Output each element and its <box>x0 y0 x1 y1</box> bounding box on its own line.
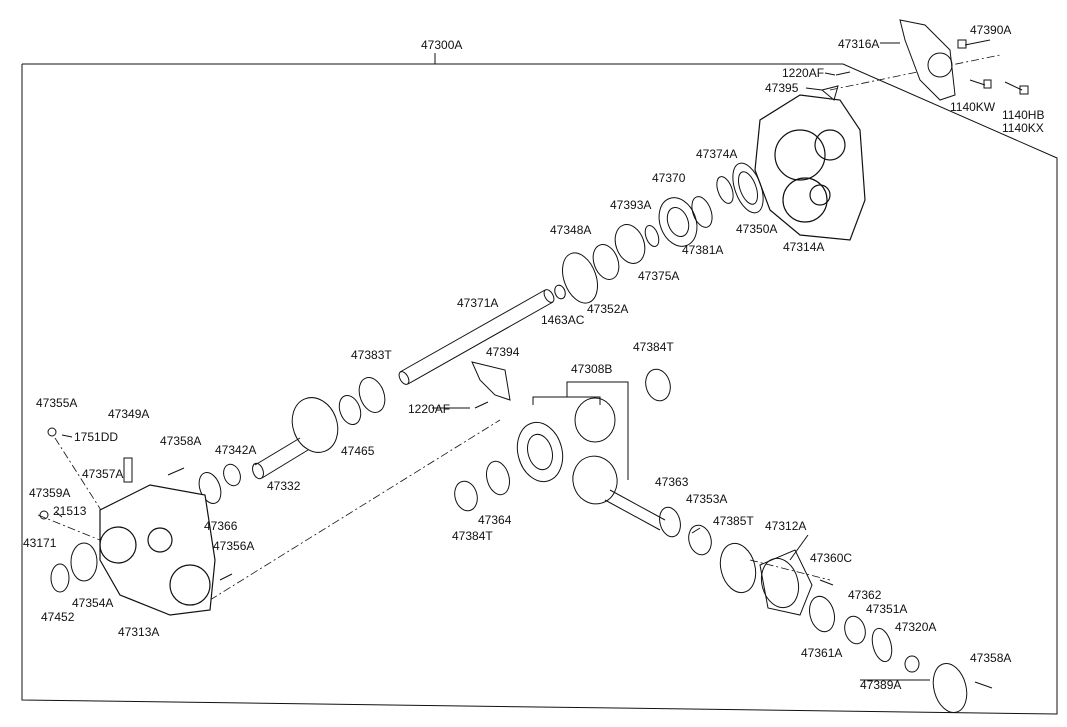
part-label-47390A: 47390A <box>970 23 1012 37</box>
part-label-47452: 47452 <box>41 610 75 624</box>
part-label-47320A: 47320A <box>895 620 937 634</box>
part-label-47389A: 47389A <box>860 678 902 692</box>
front-housing <box>99 484 216 616</box>
part-label-47363: 47363 <box>655 475 689 489</box>
part-label-47366: 47366 <box>204 519 238 533</box>
part-label-47358A: 47358A <box>160 434 202 448</box>
part-label-47351A: 47351A <box>866 602 908 616</box>
input-shaft-gear <box>252 397 339 480</box>
part-label-43171: 43171 <box>23 536 57 550</box>
part-label-21513: 21513 <box>53 504 87 518</box>
part-label-47356A: 47356A <box>213 539 255 553</box>
part-label-1140KW: 1140KW <box>950 100 996 114</box>
part-label-47385T: 47385T <box>713 514 754 528</box>
part-label-47360C: 47360C <box>810 551 853 565</box>
part-label-47349A: 47349A <box>108 407 150 421</box>
assembly-label: 47300A <box>421 38 463 52</box>
part-label-1140HB: 1140HB <box>1002 108 1045 122</box>
part-label-1140KX: 1140KX <box>1002 121 1044 135</box>
part-label-47383T: 47383T <box>351 348 392 362</box>
part-label-47371A: 47371A <box>457 296 499 310</box>
part-label-47348A: 47348A <box>550 223 592 237</box>
part-label-47308B: 47308B <box>571 362 613 376</box>
part-label-47342A: 47342A <box>215 443 257 457</box>
part-label-47384T: 47384T <box>633 340 674 354</box>
part-label-47394: 47394 <box>486 345 520 359</box>
part-label-47370: 47370 <box>652 171 686 185</box>
part-label-47361A: 47361A <box>801 646 843 660</box>
part-label-1220AF-mid: 1220AF <box>408 402 451 416</box>
rear-housing <box>754 94 866 241</box>
part-label-47465: 47465 <box>341 444 375 458</box>
part-label-47364: 47364 <box>478 513 512 527</box>
part-label-47381A: 47381A <box>682 243 724 257</box>
transfer-gears <box>516 397 666 531</box>
part-label-47354A: 47354A <box>72 596 114 610</box>
part-label-47362: 47362 <box>848 588 882 602</box>
assembly-frame <box>21 63 1058 715</box>
part-label-47395: 47395 <box>765 81 799 95</box>
part-label-47350A: 47350A <box>736 222 778 236</box>
part-label-1220AF: 1220AF <box>782 66 825 80</box>
bracket <box>899 19 956 101</box>
part-label-1751DD: 1751DD <box>74 430 119 444</box>
part-label-47375A: 47375A <box>638 269 680 283</box>
part-label-47313A: 47313A <box>118 625 160 639</box>
part-label-47359A: 47359A <box>29 486 71 500</box>
main-shaft <box>398 289 555 385</box>
part-label-47384T-bottom: 47384T <box>452 529 493 543</box>
part-label-47314A: 47314A <box>783 240 825 254</box>
part-label-47352A: 47352A <box>587 302 629 316</box>
part-label-47355A: 47355A <box>36 396 78 410</box>
part-label-47316A: 47316A <box>838 37 880 51</box>
part-label-47357A: 47357A <box>82 467 124 481</box>
part-label-47393A: 47393A <box>610 198 652 212</box>
part-label-47332: 47332 <box>267 479 301 493</box>
part-label-1463AC: 1463AC <box>541 313 585 327</box>
part-label-47353A: 47353A <box>686 492 728 506</box>
part-label-47374A: 47374A <box>696 147 738 161</box>
part-label-47312A: 47312A <box>765 519 807 533</box>
part-label-47358A-right: 47358A <box>970 651 1012 665</box>
